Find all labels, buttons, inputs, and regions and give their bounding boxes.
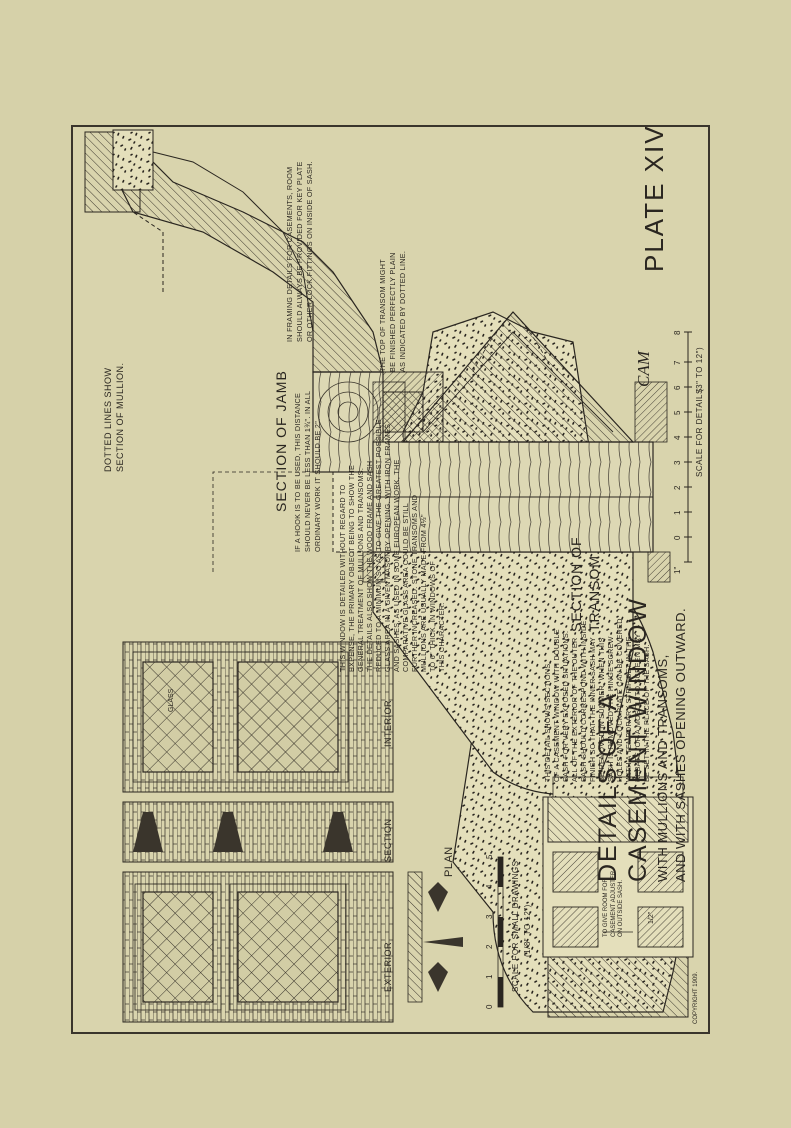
transom-note-1: THE TOP OF TRANSOM MIGHT xyxy=(378,259,387,372)
sash-note-line: FINISH SO THAT THE INNER SASH MAY xyxy=(588,636,597,782)
rotated-drawing: DETAILS OF A CASEMENT WINDOW WITH MULLIO… xyxy=(73,127,708,1032)
details-scale-tick: 2 xyxy=(673,485,682,490)
small-scale-bar xyxy=(497,856,504,1008)
main-note-line: THIS CHARACTER. xyxy=(437,602,446,672)
main-note-line: EXPENSE, THE PRIMARY OBJECT BEING TO SHO… xyxy=(347,464,356,672)
small-scale-caption: SCALE FOR SMALL DRAWINGS xyxy=(511,860,520,992)
sash-inner-note-line: CASEMENT ADJUSTER xyxy=(610,870,617,937)
small-scale-tick: 4 xyxy=(485,884,494,889)
plate-number: PLATE XIV xyxy=(639,125,669,272)
details-scale-tick: 8 xyxy=(673,330,682,335)
main-note-line: COMPARATIVE GLASS AREA COULD BE STILL xyxy=(401,502,410,672)
sash-note-line: HOLES AND LOCK PLATE CAN BE COVERED xyxy=(615,618,624,782)
sash-note-line: SASH FOR VERY EXPOSED SITUATIONS. xyxy=(561,630,570,782)
framing-note-1: IN FRAMING DETAILS FOR CASEMENTS, ROOM xyxy=(285,166,294,342)
details-scale-tick: 1" xyxy=(673,566,682,574)
small-scale-tick: 5 xyxy=(485,854,494,859)
main-note-line: THIS WINDOW IS DETAILED WITHOUT REGARD T… xyxy=(338,484,347,672)
sash-note-line: SASH IS REMOVED THE HINGE SCREW xyxy=(606,636,615,782)
exterior-label: EXTERIOR xyxy=(383,941,393,992)
framing-note-2: SHOULD ALWAYS BE PROVIDED FOR KEY PLATE xyxy=(295,161,304,342)
details-scale-tick: 7 xyxy=(673,360,682,365)
dotted-note-1: DOTTED LINES SHOW xyxy=(103,367,113,472)
transom-note-2: BE FINISHED PERFECTLY PLAIN xyxy=(388,252,397,372)
jamb-caption: SECTION OF JAMB xyxy=(273,370,289,512)
details-scale-tick: 6 xyxy=(673,385,682,390)
small-drawings xyxy=(122,641,504,1023)
sash-note-line: WITH A TEMPORARY STRIP SET IN THE xyxy=(624,636,633,782)
sash-inner-note-line: TO GIVE ROOM FOR xyxy=(603,878,609,937)
sash-note-line: BE REMOVED IN SUMMER. WHEN THIS xyxy=(597,637,606,782)
details-scale-tick: 0 xyxy=(673,535,682,540)
details-scale-tick: 4 xyxy=(673,435,682,440)
details-scale-caption: SCALE FOR DETAILS xyxy=(695,388,704,477)
main-note-line: THE DETAILS ALSO SHOW THE WOOD FRAME AND… xyxy=(365,460,374,672)
details-scale-bar xyxy=(684,331,692,563)
plan-drawing xyxy=(407,871,463,1003)
jamb-note-3: ORDINARY WORK IT SHOULD BE 2". xyxy=(313,418,322,552)
sash-dimension: 1/2" xyxy=(648,911,655,924)
sash-note-line: THIS DETAIL SHOWS SECTIONS xyxy=(543,663,552,782)
double-sash-drawing xyxy=(542,776,694,1018)
framing-note-3: OR OTHER LOCK FITTINGS ON INSIDE OF SASH… xyxy=(305,161,314,342)
plate-frame: DETAILS OF A CASEMENT WINDOW WITH MULLIO… xyxy=(71,125,710,1034)
sash-note: THIS DETAIL SHOWS SECTIONS OF A CASEMENT… xyxy=(543,618,651,782)
sash-note-line: BE SET IN THE PLACE OF THE SASH. xyxy=(642,644,651,782)
interior-label: INTERIOR xyxy=(383,699,393,747)
sash-note-line: ALL OF THE EXTERIOR OF THE OUTER xyxy=(570,637,579,782)
initials: CAM xyxy=(634,351,653,387)
main-note-line: GLASS AREA IN A GIVEN MASONRY OPENING. W… xyxy=(383,423,392,672)
main-note-line: GENERAL TREATMENT OF MULLIONS AND TRANSO… xyxy=(356,467,365,672)
plan-label: PLAN xyxy=(443,846,455,877)
subtitle-line-2: AND WITH SASHES OPENING OUTWARD. xyxy=(673,607,688,882)
transom-note-3: AS INDICATED BY DOTTED LINE. xyxy=(398,250,407,372)
details-scale-sub: (3" TO 12") xyxy=(695,346,704,392)
small-scale-tick: 3 xyxy=(485,914,494,919)
sash-note-line: OF A CASEMENT WINDOW WITH DOUBLE xyxy=(552,629,561,782)
subtitle-line-1: WITH MULLIONS AND TRANSOMS, xyxy=(655,654,670,882)
glass-label: GLASS xyxy=(168,688,175,712)
jamb-note-1: IF A HOOK IS TO BE USED, THIS DISTANCE xyxy=(293,392,302,552)
jamb-note-2: SHOULD NEVER BE LESS THAN 1¾". IN ALL xyxy=(303,390,312,552)
transom-section-drawing xyxy=(362,311,671,796)
drawing-svg xyxy=(84,129,694,1023)
section-label: SECTION xyxy=(383,818,393,862)
details-scale-tick: 3 xyxy=(673,460,682,465)
main-note-line: REDUCED TO A MINIMUM SO AS TO GIVE THE G… xyxy=(374,419,383,672)
copyright: COPYRIGHT 1909. xyxy=(693,971,699,1024)
small-scale-tick: 1 xyxy=(485,974,494,979)
sash-inner-note: TO GIVE ROOM FOR CASEMENT ADJUSTER ON OU… xyxy=(603,871,626,937)
dotted-note-2: SECTION OF MULLION. xyxy=(115,362,125,472)
details-scale-tick: 1 xyxy=(673,510,682,515)
main-note-line: FURTHER INCREASED. STONE TRANSOMS AND xyxy=(410,494,419,672)
small-scale-tick: 2 xyxy=(485,944,494,949)
sash-note-line: REBATE, OR A MOSQUITO SCREEN MAY xyxy=(633,633,642,782)
details-scale-tick: 5 xyxy=(673,410,682,415)
main-note-line: MULLIONS ARE USUALLY MADE FROM 4½" xyxy=(419,514,428,672)
sash-inner-note-line: ON OUTSIDE SASH. xyxy=(618,879,624,937)
main-note: THIS WINDOW IS DETAILED WITHOUT REGARD T… xyxy=(338,419,446,672)
sash-note-line: SASH SHOULD CORRESPOND WITH INSIDE xyxy=(579,620,588,782)
main-note-line: TO 6" THICK, IN WINDOWS OF xyxy=(428,560,437,672)
small-scale-sub: (1/8" TO 12") xyxy=(523,904,532,957)
main-note-line: AND SASHES, AS USED IN SOME EUROPEAN WOR… xyxy=(392,459,401,672)
small-scale-tick: 0 xyxy=(485,1004,494,1009)
